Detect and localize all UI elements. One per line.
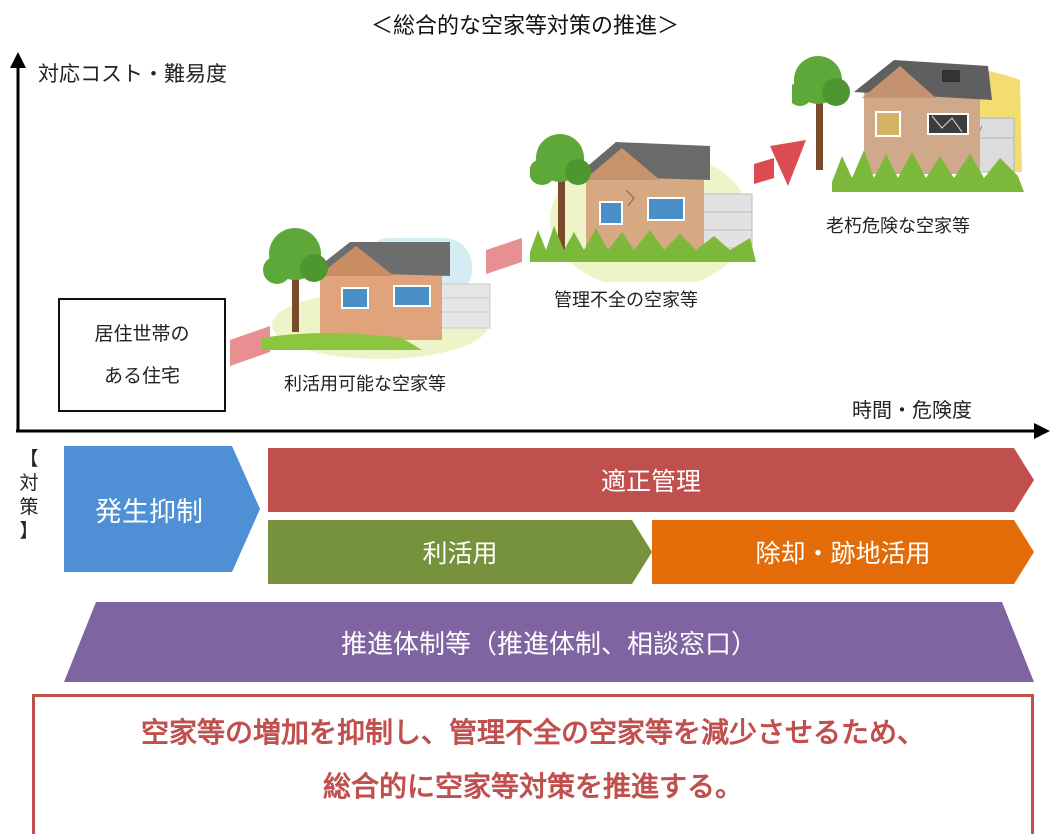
mismanaged-vacant-house-label: 管理不全の空家等 bbox=[554, 290, 698, 311]
resident-house-box: 居住世帯の ある住宅 bbox=[58, 298, 226, 412]
proper-management-bar-shape bbox=[268, 448, 1034, 512]
step-arrow-3 bbox=[754, 140, 806, 186]
proper-management-bar: 適正管理 bbox=[268, 448, 1034, 512]
y-axis bbox=[10, 52, 26, 432]
usable-vacant-house-illustration bbox=[262, 228, 491, 359]
dangerous-vacant-house-label: 老朽危険な空家等 bbox=[826, 216, 970, 237]
measures-label-char-1: 対 bbox=[19, 472, 39, 494]
summary-message-line-2: 総合的に空家等対策を推進する。 bbox=[322, 770, 743, 803]
x-axis-label: 時間・危険度 bbox=[852, 398, 972, 422]
resident-house-label-line1: 居住世帯の bbox=[94, 323, 190, 345]
axes bbox=[10, 52, 1050, 439]
page-title: ＜総合的な空家等対策の推進＞ bbox=[370, 14, 679, 39]
y-axis-arrowhead bbox=[10, 52, 26, 68]
removal-bar: 除却・跡地活用 bbox=[652, 520, 1034, 584]
step-arrow-2 bbox=[486, 238, 522, 274]
utilization-bar: 利活用 bbox=[268, 520, 652, 584]
dangerous-vacant-house-illustration bbox=[792, 56, 1024, 192]
framework-bar: 推進体制等（推進体制、相談窓口） bbox=[64, 602, 1034, 682]
prevention-bar-shape bbox=[64, 446, 260, 572]
removal-bar-shape bbox=[652, 520, 1034, 584]
framework-bar-shape bbox=[64, 602, 1034, 682]
utilization-bar-shape bbox=[268, 520, 652, 584]
x-axis bbox=[16, 423, 1050, 439]
prevention-bar: 発生抑制 bbox=[64, 446, 260, 572]
measures-label-bracket-open: 【 bbox=[19, 448, 39, 470]
summary-message-box: 空家等の増加を抑制し、管理不全の空家等を減少させるため、 総合的に空家等対策を推… bbox=[32, 694, 1034, 834]
resident-house-label-line2: ある住宅 bbox=[103, 365, 180, 387]
measures-label: 【 対 策 】 bbox=[16, 447, 42, 543]
y-axis-label: 対応コスト・難易度 bbox=[38, 62, 227, 86]
mismanaged-vacant-house-illustration bbox=[530, 134, 756, 282]
summary-message-line-1: 空家等の増加を抑制し、管理不全の空家等を減少させるため、 bbox=[140, 716, 925, 749]
measures-label-bracket-close: 】 bbox=[19, 520, 39, 542]
usable-vacant-house-label: 利活用可能な空家等 bbox=[284, 374, 446, 395]
step-connectors bbox=[230, 140, 806, 366]
measures-label-char-2: 策 bbox=[19, 496, 39, 518]
x-axis-arrowhead bbox=[1034, 423, 1050, 439]
step-arrow-1 bbox=[230, 326, 270, 366]
